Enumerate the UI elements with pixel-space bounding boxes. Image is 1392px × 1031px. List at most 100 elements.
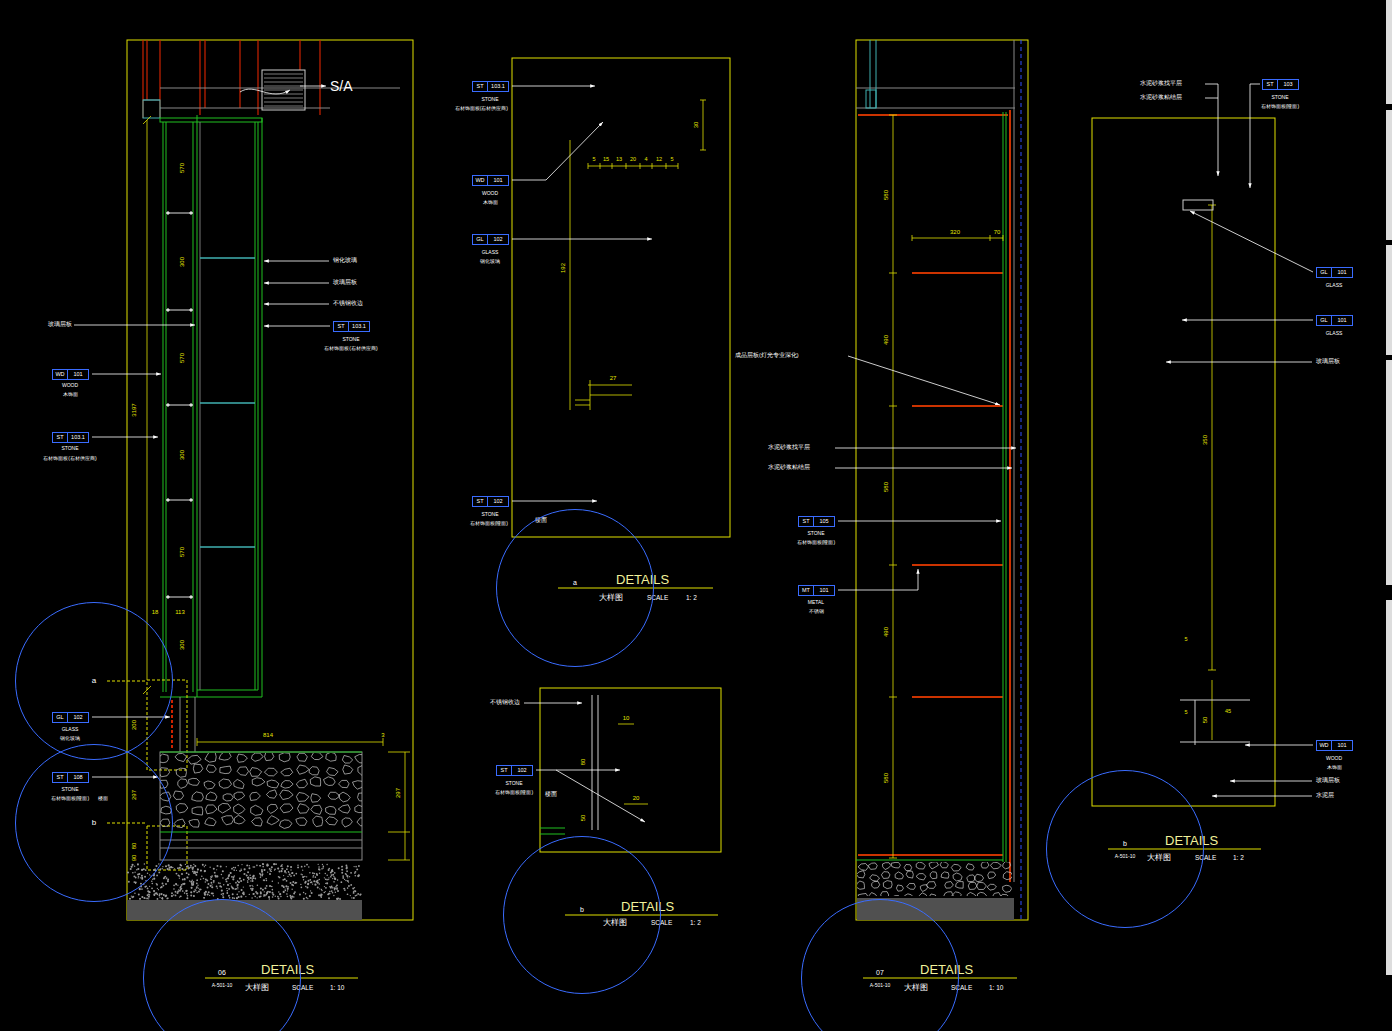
stone-aggregate: [907, 883, 916, 889]
finish-line: [160, 752, 362, 753]
dimension-line: [575, 400, 590, 401]
note-text: S/A: [330, 79, 353, 93]
tag-code: GL: [473, 235, 488, 244]
note-text: 石材饰面板(石材供应商): [324, 346, 377, 351]
finish-line: [540, 834, 565, 835]
stone-aggregate: [219, 753, 231, 760]
callout-circle: b: [15, 744, 173, 902]
trim-profile: [143, 100, 160, 118]
note-text: STONE: [1271, 95, 1288, 100]
structure-line: [299, 40, 300, 70]
stone-aggregate: [993, 893, 1001, 896]
concrete-fill: [243, 886, 244, 887]
concrete-fill: [264, 887, 266, 889]
concrete-fill: [243, 879, 245, 881]
window-edge-bar: [1386, 0, 1392, 975]
finish-line: [160, 752, 362, 832]
note-text: STONE: [342, 337, 359, 342]
note-text: 石材饰面板(哑面): [797, 540, 835, 545]
concrete-fill: [220, 866, 222, 868]
note-text: GLASS: [1326, 331, 1343, 336]
concrete-fill: [351, 897, 352, 898]
ceiling-line: [856, 40, 1015, 882]
concrete-fill: [290, 882, 292, 884]
concrete-fill: [261, 873, 263, 875]
shelf-line: [166, 213, 193, 214]
concrete-fill: [151, 881, 153, 883]
concrete-fill: [272, 881, 273, 882]
concrete-fill: [201, 875, 203, 877]
dimension-line: [1003, 235, 1004, 241]
cabinet-line: [160, 118, 262, 122]
leader-line: [264, 261, 329, 262]
concrete-fill: [156, 884, 157, 885]
concrete-fill: [260, 874, 262, 876]
concrete-fill: [338, 867, 340, 869]
stone-aggregate: [160, 819, 170, 826]
stone-aggregate: [267, 780, 279, 788]
tag-number: 101: [814, 586, 834, 595]
stone-aggregate: [311, 753, 323, 760]
concrete-fill: [189, 880, 190, 881]
concrete-fill: [226, 881, 228, 883]
concrete-fill: [211, 882, 213, 884]
concrete-fill: [221, 890, 223, 892]
concrete-fill: [159, 895, 161, 897]
concrete-fill: [207, 883, 209, 885]
dimension-line: [388, 832, 410, 833]
concrete-fill: [179, 867, 181, 869]
concrete-fill: [156, 875, 158, 877]
concrete-fill: [347, 877, 348, 878]
dimension-line: [889, 565, 897, 566]
concrete-fill: [233, 876, 235, 878]
concrete-fill: [198, 891, 200, 893]
concrete-fill: [337, 890, 339, 892]
panel-frame: [512, 58, 730, 537]
tag-number: 102: [488, 235, 508, 244]
stone-aggregate: [193, 764, 203, 773]
structure-line: [239, 40, 240, 108]
concrete-fill: [287, 896, 289, 898]
detail-number: b: [504, 906, 660, 913]
stone-aggregate: [173, 791, 183, 799]
stone-aggregate: [338, 805, 350, 813]
concrete-fill: [264, 869, 265, 870]
concrete-fill: [345, 880, 347, 882]
leader-line: [512, 86, 595, 87]
concrete-fill: [266, 864, 268, 866]
concrete-fill: [263, 869, 265, 871]
concrete-fill: [148, 898, 149, 899]
concrete-fill: [131, 866, 133, 868]
detail-title-circle: bA-501-10: [1046, 770, 1204, 928]
window-edge-bar: [1386, 600, 1392, 975]
concrete-fill: [321, 894, 323, 896]
concrete-fill: [196, 883, 198, 885]
structure-line: [912, 405, 1003, 407]
title-line: [863, 978, 1017, 979]
shelf-line: [166, 405, 193, 406]
concrete-fill: [186, 877, 188, 879]
stone-aggregate: [160, 753, 362, 828]
tag-code: ST: [473, 82, 488, 91]
concrete-fill: [162, 898, 164, 900]
concrete-fill: [266, 880, 268, 882]
dimension-line: [640, 163, 641, 169]
concrete-fill: [132, 872, 134, 874]
concrete-fill: [130, 868, 132, 870]
concrete-fill: [159, 868, 161, 870]
stone-aggregate: [988, 872, 996, 879]
dimension-text: 580: [883, 773, 889, 783]
concrete-fill: [167, 880, 169, 882]
dimension-text: 45: [1225, 709, 1231, 715]
concrete-fill: [277, 896, 279, 898]
stone-aggregate: [265, 753, 274, 761]
concrete-fill: [231, 876, 233, 878]
concrete-fill: [184, 879, 186, 881]
concrete-fill: [252, 885, 253, 886]
stone-base: [160, 840, 362, 841]
concrete-fill: [325, 873, 326, 874]
note-text: WOOD: [62, 383, 78, 388]
slab-fill: [127, 900, 362, 920]
concrete-fill: [196, 879, 198, 881]
concrete-fill: [324, 877, 325, 878]
